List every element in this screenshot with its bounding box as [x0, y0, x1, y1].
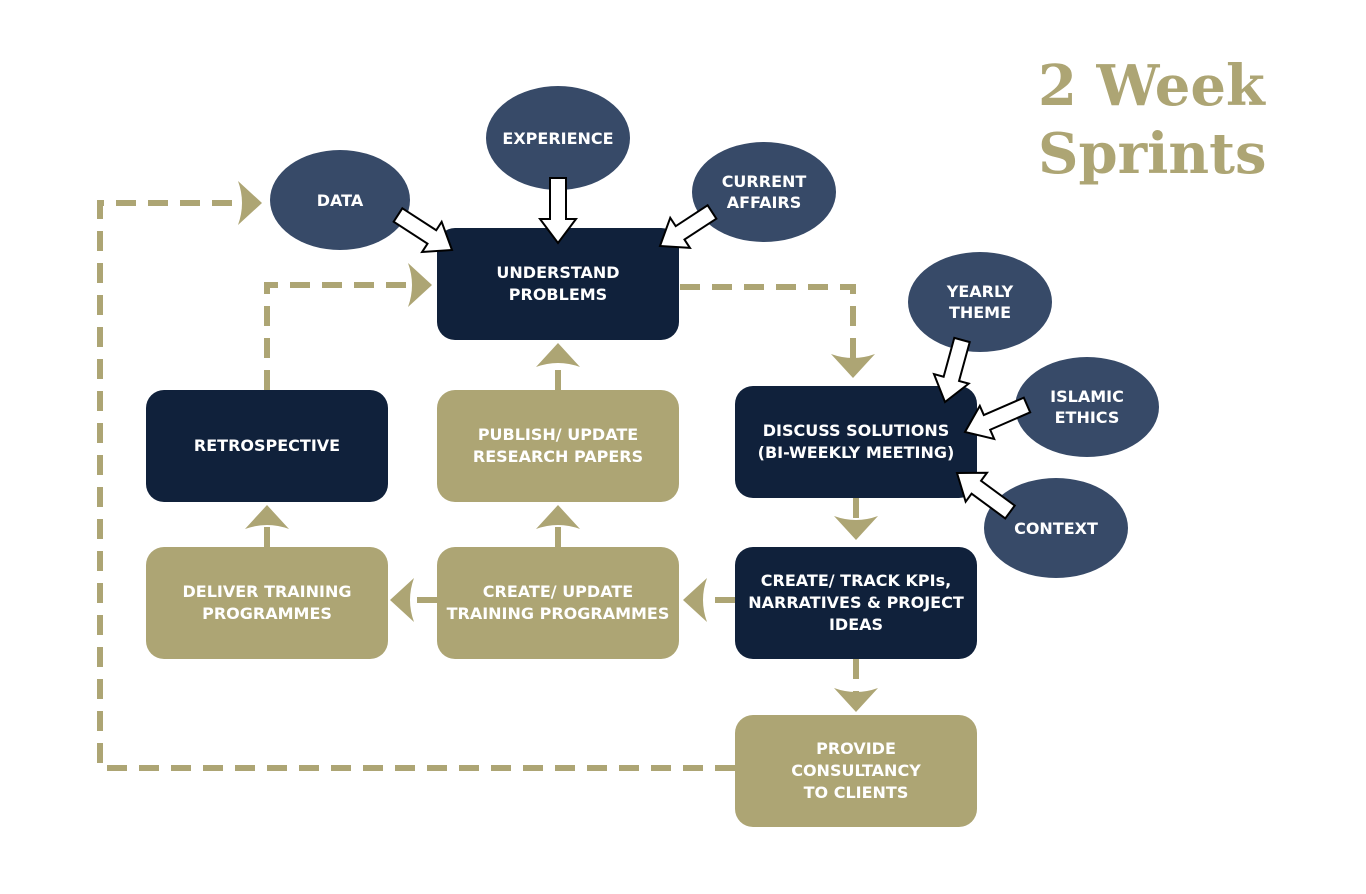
box-deliver-training: DELIVER TRAINING PROGRAMMES	[146, 547, 388, 659]
arrowhead-icon	[831, 354, 875, 378]
arrowhead-icon	[536, 505, 580, 529]
arrowhead-icon	[683, 578, 707, 622]
diagram-title: 2 Week Sprints	[1038, 53, 1267, 187]
block-arrow-icon	[538, 177, 578, 245]
box-create-training: CREATE/ UPDATE TRAINING PROGRAMMES	[437, 547, 679, 659]
box-retrospective: RETROSPECTIVE	[146, 390, 388, 502]
arrowhead-icon	[408, 263, 432, 307]
block-arrow-icon	[955, 471, 1017, 520]
box-discuss-solutions: DISCUSS SOLUTIONS (BI-WEEKLY MEETING)	[735, 386, 977, 498]
dashed-connector	[680, 284, 856, 358]
box-provide-consultancy: PROVIDE CONSULTANCY TO CLIENTS	[735, 715, 977, 827]
dashed-connector	[264, 282, 412, 390]
block-arrow-icon	[658, 203, 718, 250]
input-data: DATA	[270, 150, 410, 250]
input-current-affairs: CURRENT AFFAIRS	[692, 142, 836, 242]
arrowhead-icon	[390, 578, 414, 622]
box-understand-problems: UNDERSTAND PROBLEMS	[437, 228, 679, 340]
input-experience: EXPERIENCE	[486, 86, 630, 190]
input-context: CONTEXT	[984, 478, 1128, 578]
arrowhead-icon	[238, 181, 262, 225]
block-arrow-icon	[392, 206, 454, 254]
input-yearly-theme: YEARLY THEME	[908, 252, 1052, 352]
arrowhead-icon	[834, 516, 878, 540]
arrowhead-icon	[245, 505, 289, 529]
box-create-kpis: CREATE/ TRACK KPIs, NARRATIVES & PROJECT…	[735, 547, 977, 659]
block-arrow-icon	[963, 396, 1032, 441]
box-publish-research: PUBLISH/ UPDATE RESEARCH PAPERS	[437, 390, 679, 502]
input-islamic-ethics: ISLAMIC ETHICS	[1015, 357, 1159, 457]
arrowhead-icon	[834, 688, 878, 712]
block-arrow-icon	[932, 336, 971, 404]
arrowhead-icon	[536, 343, 580, 367]
